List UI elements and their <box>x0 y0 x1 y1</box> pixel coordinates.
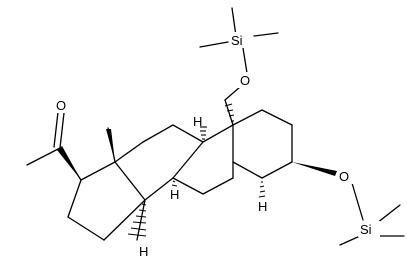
hash-c14-h <box>127 203 147 237</box>
bond-ring-d-2 <box>67 179 82 218</box>
bond-c20-o-2 <box>53 111 59 148</box>
bond-si-me-upper-3 <box>253 32 279 37</box>
bond-ring-b-1 <box>202 124 234 143</box>
bond-ring-b-4 <box>202 177 234 195</box>
bond-c20-c21 <box>26 147 61 166</box>
bond-si-me-upper-2 <box>199 41 229 48</box>
carbon-skeleton <box>26 7 405 246</box>
bond-ring-c-5 <box>144 177 174 201</box>
bond-ring-c-6 <box>136 199 146 241</box>
bond-ring-a-4 <box>261 161 293 179</box>
stereo-bonds <box>57 103 337 237</box>
bond-ring-a-5 <box>232 161 263 179</box>
atom-si-lower: Si <box>360 222 372 237</box>
bond-o-si-upper <box>242 47 248 74</box>
hash-c5-h <box>258 181 266 198</box>
bond-ring-b-2 <box>172 141 204 179</box>
bond-c20-o-1 <box>59 112 65 149</box>
hash-c8-h <box>171 180 178 187</box>
hash-c9-h <box>200 126 207 140</box>
bond-ring-d-3 <box>67 216 105 241</box>
atom-labels: O O Si O Si H H H H <box>54 32 380 259</box>
bond-ring-a-2 <box>261 109 293 126</box>
atom-o-ketone: O <box>56 98 66 113</box>
bond-ring-c-3 <box>114 141 144 163</box>
bond-si-me-lower-3 <box>339 235 361 246</box>
wedge-c3-o <box>292 162 337 176</box>
bond-ring-d-4 <box>103 199 146 241</box>
atom-h-c14: H <box>139 244 148 259</box>
bond-ring-b-3 <box>172 177 204 195</box>
atom-h-c8: H <box>170 187 179 202</box>
bond-si-me-lower-1 <box>376 204 401 224</box>
atom-o-ether-lower: O <box>339 169 349 184</box>
hash-c10-ch2 <box>224 103 235 122</box>
atom-si-upper: Si <box>231 33 243 48</box>
wedge-c13-methyl <box>106 129 115 162</box>
bond-ring-a-1 <box>232 109 263 126</box>
bond-ring-c-4 <box>114 161 146 201</box>
atom-o-ether-upper: O <box>240 73 250 88</box>
bond-c19-o <box>224 86 241 101</box>
bond-ring-c-2 <box>142 124 174 143</box>
bond-o-si-lower <box>351 182 364 221</box>
bond-ring-d-1 <box>80 161 116 181</box>
atom-h-c9: H <box>193 114 202 129</box>
bond-si-me-upper-1 <box>231 7 237 37</box>
wedge-c17-acetyl <box>57 146 81 180</box>
bond-ring-c-1 <box>172 124 204 143</box>
atom-h-c5: H <box>258 199 267 214</box>
